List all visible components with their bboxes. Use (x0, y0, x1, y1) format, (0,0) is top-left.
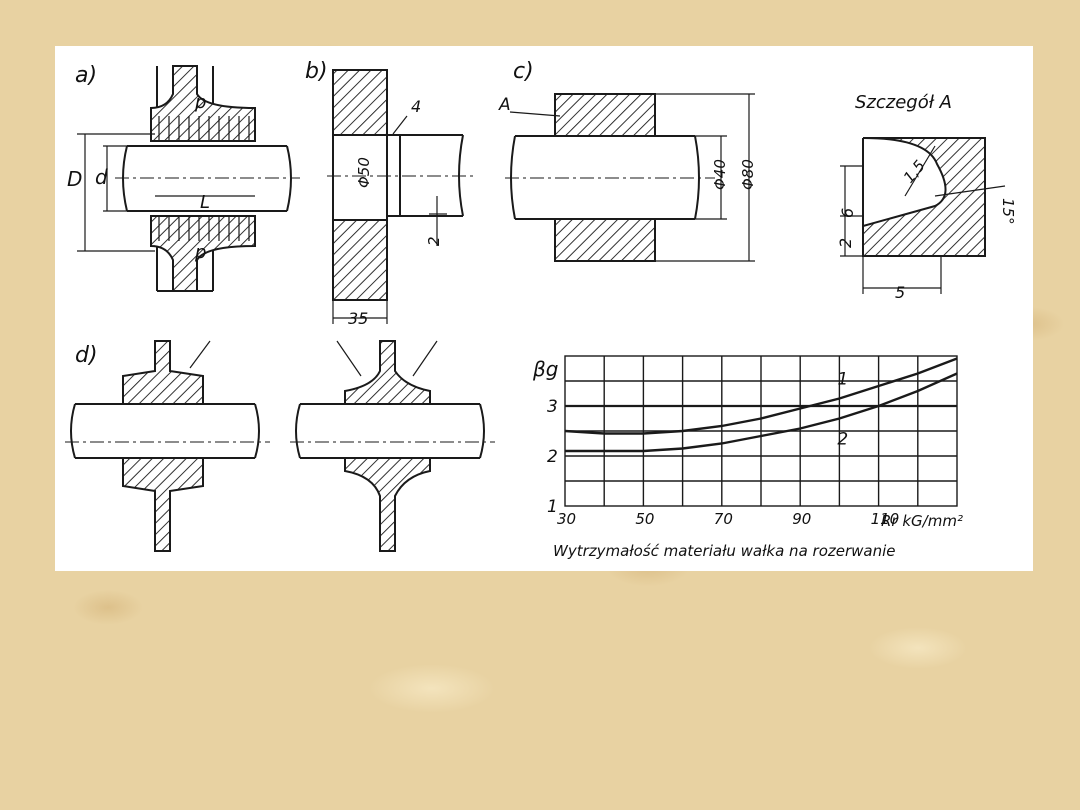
chart-xtick-label: 50 (635, 510, 654, 528)
panel-c-hub-bottom (554, 218, 656, 262)
panel-b-plate-bottom (332, 219, 388, 301)
panel-a-label-d: d (95, 165, 108, 189)
figure-svg: a) p p D d L b) 4 Φ50 (65, 59, 1017, 560)
detail-angle-leader (934, 185, 1006, 197)
panel-b-width: 35 (348, 309, 368, 328)
panel-d-left-arrow (189, 340, 211, 369)
panel-b-callout: 4 (411, 97, 421, 116)
panel-a-pressure-arrows-bottom (158, 216, 250, 241)
detail-width-dim (862, 256, 942, 294)
panel-a-shaft (127, 145, 287, 212)
panel-a: a) p p D d L (67, 63, 300, 292)
panel-a-label-p-bottom: p (194, 242, 206, 263)
panel-b-gap-dim (429, 196, 447, 246)
panel-c: c) A Φ40 Φ80 (498, 59, 757, 262)
panel-b-shaft (387, 134, 463, 217)
panel-b-width-dim (332, 300, 388, 324)
panel-d-right-shaft-ends (295, 403, 485, 459)
panel-a-plate-bottom (156, 246, 214, 291)
panel-a-pressure-arrows-top (158, 116, 250, 141)
panel-c-tag: c) (513, 59, 534, 84)
panel-b-gap: 2 (425, 236, 443, 246)
chart-series: 12 (564, 357, 958, 453)
chart-ticks: 30 50 70 90 110 1 2 3 (547, 397, 899, 528)
chart-series-label-1: 1 (837, 370, 848, 390)
chart-ylabel: βg (532, 357, 558, 381)
panel-c-dia-outer: Φ80 (739, 159, 757, 190)
panel-a-label-L: L (200, 192, 210, 213)
detail-radius: 1,5 (900, 157, 929, 187)
detail-angle: 15° (999, 198, 1017, 225)
panel-a-label-p-top: p (194, 92, 206, 113)
panel-a-tag: a) (75, 63, 97, 88)
chart-xtick-label: 110 (871, 510, 900, 528)
panel-c-detail-ref: A (498, 95, 511, 115)
panel-b: b) 4 Φ50 2 35 (305, 59, 475, 328)
panel-d-right-arrows (336, 340, 438, 377)
panel-d-left-shaft (75, 403, 255, 459)
panel-b-bore (332, 135, 388, 220)
panel-d-left-hub-bottom (122, 457, 204, 552)
panel-d: d) (65, 340, 495, 552)
panel-d-left-hub-top (122, 340, 204, 405)
panel-d-tag: d) (75, 343, 98, 368)
panel-c-dia-inner: Φ40 (711, 159, 729, 190)
chart-xtick-label: 90 (792, 510, 811, 528)
detail-h2: 2 (836, 238, 855, 248)
chart-series-label-2: 2 (837, 430, 848, 450)
detail-w: 5 (895, 283, 905, 302)
chart-xtick-label: 70 (714, 510, 733, 528)
chart-ytick-label: 3 (547, 397, 558, 417)
chart-series-line-2 (565, 372, 958, 453)
panel-d-right-hub-bottom (344, 457, 431, 552)
detail-title: Szczegół A (855, 92, 952, 113)
detail-hatched-body (862, 137, 986, 257)
panel-d-right-hub-top (344, 340, 431, 405)
chart-series-line-1 (564, 357, 958, 435)
detail-radius-leader (904, 145, 936, 197)
panel-a-dimension-lines (77, 133, 155, 252)
chart-xtick-label: 30 (557, 510, 576, 528)
panel-c-dimension-lines (655, 93, 755, 262)
panel-b-dia: Φ50 (355, 157, 373, 188)
panel-a-label-D: D (67, 167, 82, 191)
chart-ytick-label: 1 (547, 497, 558, 517)
detail-h1: 6 (838, 208, 857, 218)
panel-c-hub-top (554, 93, 656, 137)
chart-xunit: Rr kG/mm² (881, 512, 963, 530)
panel-d-right-shaft (300, 403, 480, 459)
panel-b-callout-leader (392, 115, 408, 135)
panel-detail-a: Szczegół A 6 2 5 1,5 15° (836, 92, 1017, 302)
detail-height-dims (840, 165, 863, 257)
panel-b-tag: b) (305, 59, 328, 84)
chart-ytick-label: 2 (547, 447, 558, 467)
technical-figure: a) p p D d L b) 4 Φ50 (55, 46, 1033, 571)
panel-c-detail-leader (509, 111, 561, 117)
panel-d-left-shaft-ends (70, 403, 260, 459)
chart-xlabel: Wytrzymałość materiału wałka na rozerwan… (553, 542, 896, 560)
panel-b-plate-top (332, 69, 388, 136)
